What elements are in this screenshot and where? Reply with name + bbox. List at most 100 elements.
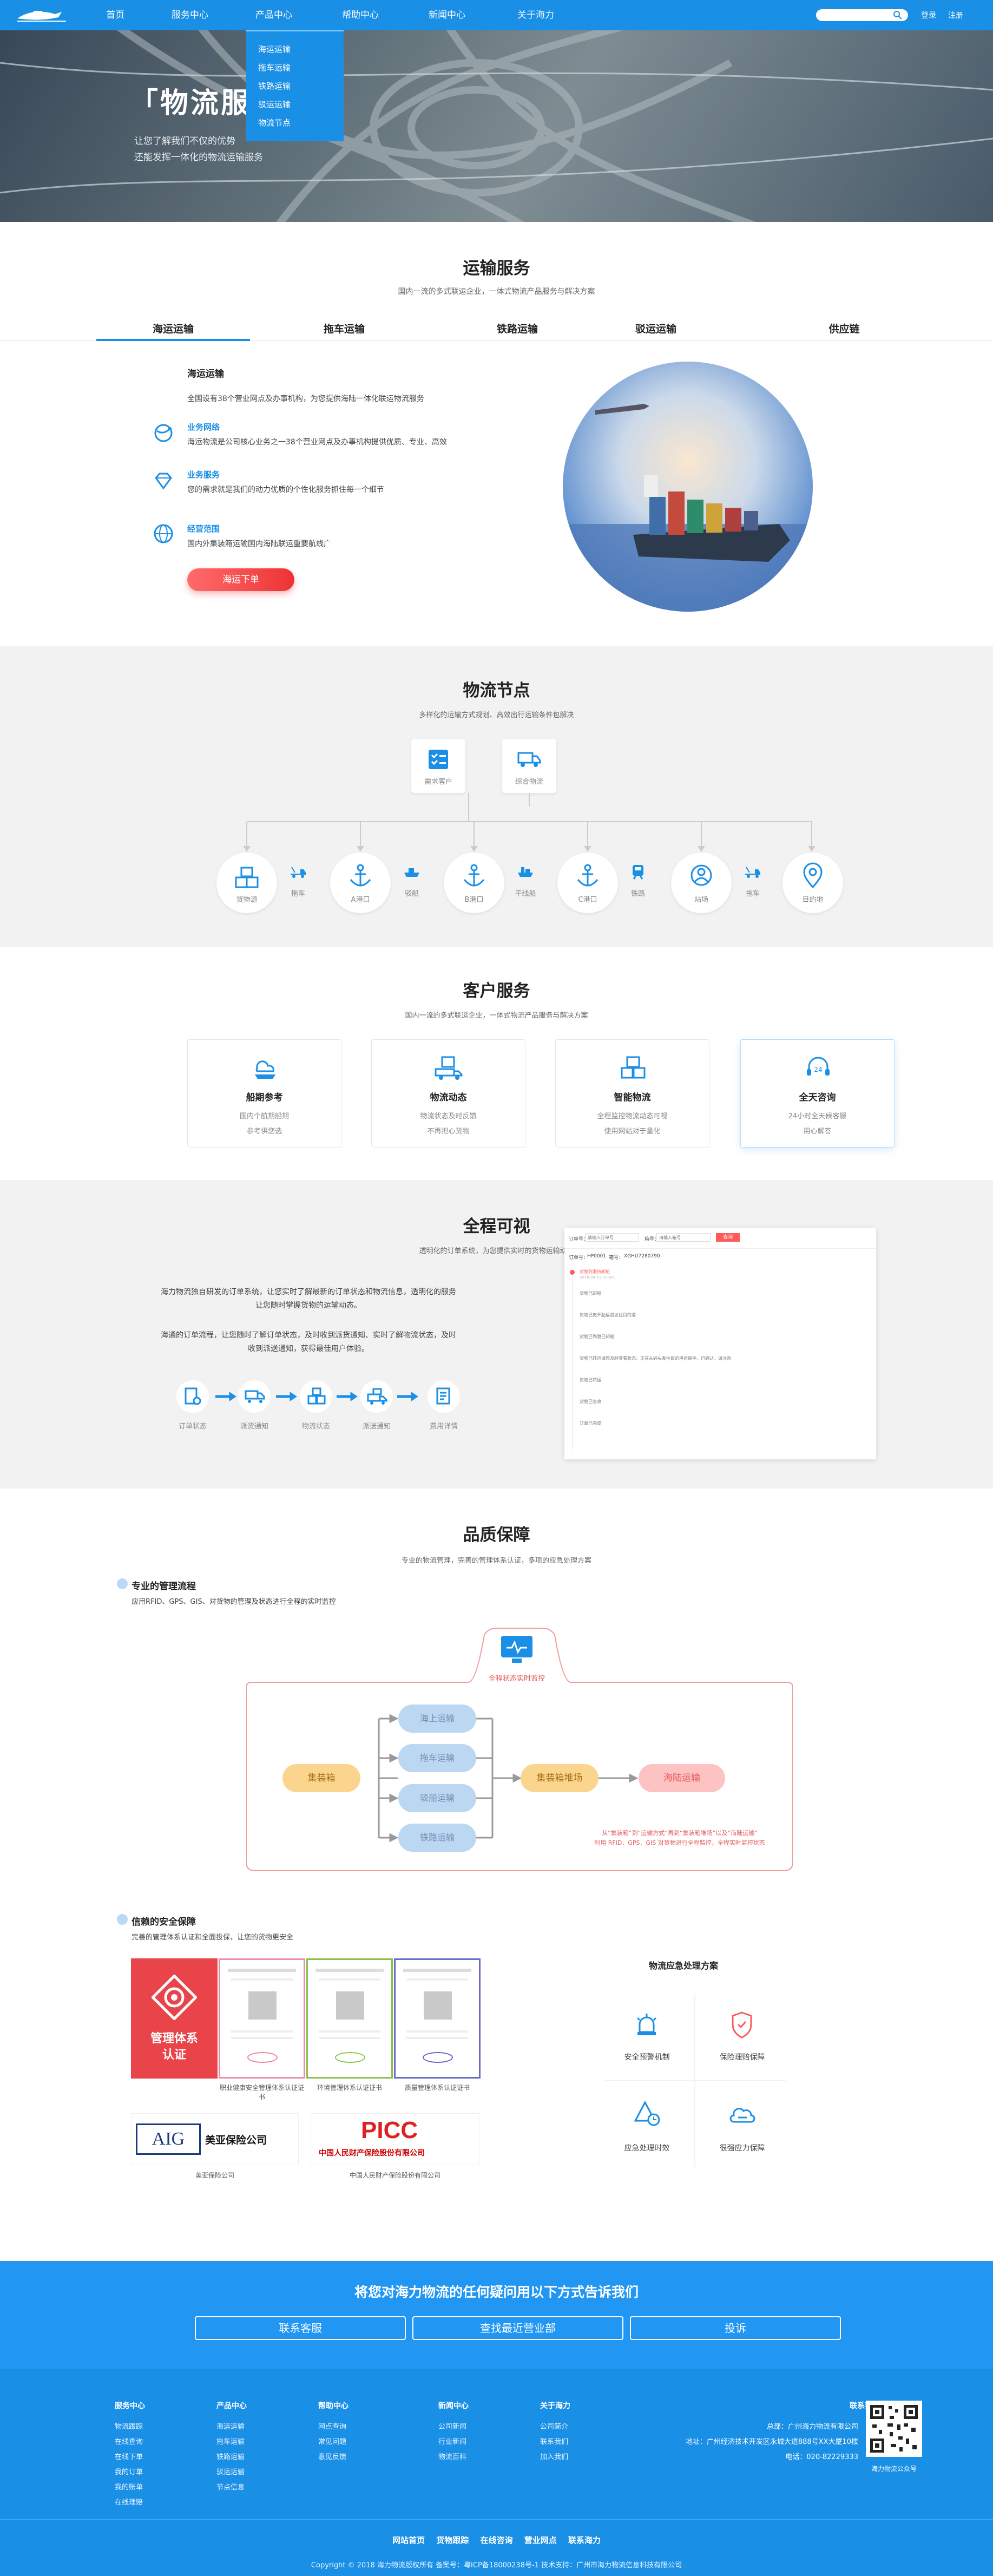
timeline-item: 货物已转运请您及时查看状态：正在从码头发往目的港运输中，已确认，请注意	[580, 1356, 731, 1361]
footer-link[interactable]: 意见反馈	[318, 2453, 347, 2461]
timeline-item: 货物已签收	[580, 1399, 601, 1404]
footer-bottom-links[interactable]: 网站首页 货物跟踪 在线咨询 营业网点 联系海力	[392, 2535, 601, 2545]
alarm-icon	[636, 2014, 657, 2035]
hero-subtitle-2: 还能发挥一体化的物流运输服务	[134, 152, 263, 163]
sea-order-button[interactable]: 海运下单	[187, 568, 294, 591]
insurer-caption: 美亚保险公司	[195, 2172, 234, 2179]
emergency-insurance: 保险理赔保障	[695, 1992, 790, 2082]
tab-trailer[interactable]: 拖车运输	[323, 323, 365, 335]
footer-link[interactable]: 物流跟踪	[115, 2423, 143, 2431]
order-number-input[interactable]	[585, 1233, 639, 1242]
footer-link[interactable]: 在线理赔	[115, 2499, 143, 2507]
footer-link[interactable]: 公司简介	[540, 2423, 569, 2431]
cert-seal-icon	[152, 1975, 197, 2020]
train-icon	[633, 865, 643, 880]
contact-phone: 电话：020-82229333	[785, 2453, 858, 2461]
logo-icon[interactable]	[12, 4, 71, 26]
dropdown-item-nodes[interactable]: 物流节点	[258, 118, 291, 128]
footer-link[interactable]: 我的订单	[115, 2468, 143, 2476]
footer-link[interactable]: 铁路运输	[216, 2453, 245, 2461]
tab-rail[interactable]: 铁路运输	[496, 323, 538, 335]
service-card-consult[interactable]: 24 全天咨询 24小时全天候客服 用心解答	[740, 1039, 895, 1148]
service-card-schedule[interactable]: 船期参考 国内个航期船期 参考供您选	[187, 1039, 341, 1148]
node-integrated-logistics: 综合物流	[502, 739, 556, 793]
contact-service-button[interactable]: 联系客服	[195, 2316, 406, 2340]
anchor-icon	[463, 864, 485, 887]
checklist-icon	[429, 750, 448, 769]
footer-link[interactable]: 拖车运输	[216, 2438, 245, 2446]
visibility-para-2b: 收到派送通知，获得最佳用户体验。	[248, 1345, 369, 1353]
nav-news-center[interactable]: 新闻中心	[429, 10, 465, 21]
nav-service-center[interactable]: 服务中心	[172, 10, 208, 21]
cert-quality	[394, 1958, 481, 2079]
footer-link[interactable]: 加入我们	[540, 2453, 569, 2461]
tab-barge[interactable]: 驳运运输	[635, 323, 676, 335]
footer-link[interactable]: 在线查询	[115, 2438, 143, 2446]
footer-link[interactable]: 在线下单	[115, 2453, 143, 2461]
security-text: 完善的管理体系认证和全面投保，让您的货物更安全	[131, 1933, 294, 1942]
dropdown-item-trailer[interactable]: 拖车运输	[258, 63, 291, 73]
timeline-time: 2018-04-03 10:00	[580, 1275, 614, 1280]
search-input[interactable]	[816, 9, 908, 21]
footer-link[interactable]: 行业新闻	[438, 2438, 467, 2446]
search-icon[interactable]	[893, 10, 903, 20]
login-link[interactable]: 登录	[921, 11, 936, 20]
order-steps-flow	[215, 1392, 418, 1401]
box-no-value: XGHU7280790	[624, 1254, 660, 1259]
emergency-label: 应急处理时效	[624, 2144, 670, 2153]
globe-network-icon	[154, 424, 173, 442]
quality-subtitle: 专业的物流管理，完善的管理体系认证，多项的应急处理方案	[401, 1557, 591, 1565]
dropdown-item-sea[interactable]: 海运运输	[258, 44, 291, 54]
flow-start-container: 集装箱	[282, 1764, 360, 1792]
nav-about[interactable]: 关于海力	[517, 10, 554, 21]
transport-title: 运输服务	[463, 259, 530, 278]
service-card-logistics-status[interactable]: 物流动态 物流状态及时反馈 不再担心货物	[371, 1039, 525, 1148]
service-card-smart-logistics[interactable]: 智能物流 全程监控物流动态可视 使用网站对于量化	[555, 1039, 709, 1148]
ship-cloud-icon	[255, 1060, 275, 1079]
footer-link[interactable]: 常见问题	[318, 2438, 347, 2446]
emergency-support: 很强应力保障	[695, 2083, 790, 2173]
nav-help-center[interactable]: 帮助中心	[342, 10, 379, 21]
dropdown-item-barge[interactable]: 驳运运输	[258, 100, 291, 109]
timeline-item: 货物已到港已卸船	[580, 1334, 614, 1339]
dropdown-item-rail[interactable]: 铁路运输	[258, 81, 291, 91]
hero-banner: 「物流服务」 让您了解我们不仅的优势 还能发挥一体化的物流运输服务	[0, 30, 993, 222]
register-link[interactable]: 注册	[948, 11, 963, 20]
nav-home[interactable]: 首页	[106, 10, 124, 21]
footer-link[interactable]: 物流百科	[438, 2453, 467, 2461]
query-button[interactable]: 查询	[716, 1233, 740, 1242]
footer-link[interactable]: 节点信息	[216, 2483, 245, 2492]
flow-container-yard: 集装箱堆场	[521, 1764, 599, 1792]
tab-supply-chain[interactable]: 供应链	[828, 323, 860, 335]
cert-environment	[306, 1958, 393, 2079]
bullet-dot	[117, 1914, 128, 1925]
feature-text-scope: 国内外集装箱运输国内海陆联运重要航线广	[187, 540, 331, 548]
find-branch-button[interactable]: 查找最近营业部	[412, 2316, 623, 2340]
footer-link[interactable]: 联系我们	[540, 2438, 569, 2446]
barge-icon	[404, 868, 419, 877]
card-line-2: 用心解答	[803, 1128, 832, 1136]
card-line-2: 参考供您选	[246, 1128, 282, 1136]
footer-link[interactable]: 海运运输	[216, 2423, 245, 2431]
nav-product-center[interactable]: 产品中心	[255, 10, 292, 21]
flow-mode-trailer: 拖车运输	[398, 1744, 476, 1772]
complaint-button[interactable]: 投诉	[630, 2316, 841, 2340]
tab-active-indicator	[96, 339, 250, 341]
monitor-icon	[501, 1636, 532, 1663]
boxes-icon	[235, 867, 259, 888]
globe-icon	[154, 524, 173, 543]
card-title: 物流动态	[430, 1092, 467, 1103]
footer-link[interactable]: 网点查询	[318, 2423, 347, 2431]
tow-truck-icon	[745, 867, 760, 878]
phone-cloud-icon	[729, 2108, 755, 2123]
node-label: 综合物流	[515, 778, 543, 786]
footer-link[interactable]: 驳运运输	[216, 2468, 245, 2476]
footer-link[interactable]: 公司新闻	[438, 2423, 467, 2431]
box-number-input[interactable]	[656, 1233, 711, 1242]
contact-address: 地址：广州经济技术开发区永城大道888号XX大厦10楼	[685, 2438, 858, 2446]
feature-title-scope: 经营范围	[187, 524, 220, 534]
tab-sea[interactable]: 海运运输	[152, 323, 194, 335]
emergency-label: 保险理赔保障	[719, 2053, 765, 2062]
customer-subtitle: 国内一流的多式联运企业，一体式物流产品服务与解决方案	[405, 1012, 588, 1020]
footer-link[interactable]: 我的账单	[115, 2483, 143, 2492]
